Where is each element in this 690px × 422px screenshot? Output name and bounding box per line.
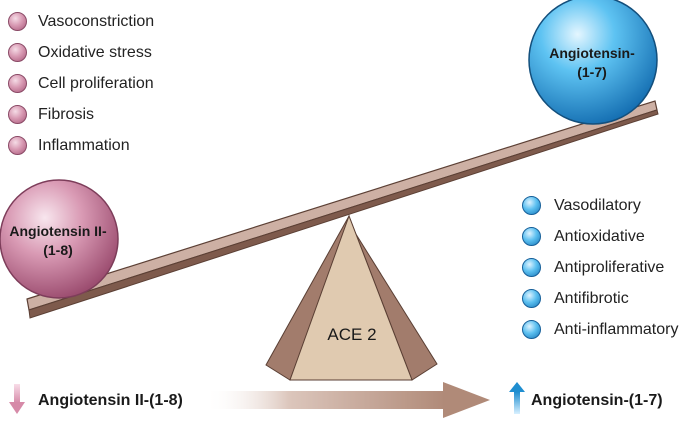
- ace2-label: ACE 2: [327, 325, 377, 344]
- balance-beam: [26, 100, 659, 319]
- blue-bullet-icon: [522, 289, 541, 308]
- list-item: Fibrosis: [8, 104, 154, 135]
- shift-arrow-icon: [205, 382, 490, 418]
- angiotensin-1-7-effects-list: Vasodilatory Antioxidative Antiprolifera…: [522, 195, 678, 350]
- pink-bullet-icon: [8, 12, 27, 31]
- ace2-fulcrum: [265, 214, 438, 381]
- blue-bullet-icon: [522, 196, 541, 215]
- bottom-angiotensin-ii-label: Angiotensin II-(1-8): [38, 392, 183, 409]
- decrease-arrow-icon: [9, 384, 25, 414]
- pink-bullet-icon: [8, 136, 27, 155]
- blue-bullet-icon: [522, 258, 541, 277]
- angiotensin-ii-effects-list: Vasoconstriction Oxidative stress Cell p…: [8, 11, 154, 166]
- list-item: Antifibrotic: [522, 288, 678, 319]
- blue-bullet-icon: [522, 227, 541, 246]
- angiotensin-1-7-ball-label: Angiotensin- (1-7): [549, 45, 635, 80]
- list-item: Vasoconstriction: [8, 11, 154, 42]
- list-item: Antioxidative: [522, 226, 678, 257]
- list-item: Cell proliferation: [8, 73, 154, 104]
- angiotensin-ii-ball: [0, 179, 119, 299]
- pink-bullet-icon: [8, 74, 27, 93]
- list-item: Inflammation: [8, 135, 154, 166]
- bottom-angiotensin-1-7-label: Angiotensin-(1-7): [531, 392, 663, 409]
- blue-bullet-icon: [522, 320, 541, 339]
- increase-arrow-icon: [509, 382, 525, 414]
- angiotensin-1-7-ball: [528, 0, 658, 125]
- pink-bullet-icon: [8, 105, 27, 124]
- list-item: Anti-inflammatory: [522, 319, 678, 350]
- pink-bullet-icon: [8, 43, 27, 62]
- list-item: Oxidative stress: [8, 42, 154, 73]
- angiotensin-ii-ball-label: Angiotensin II- (1-8): [9, 223, 107, 258]
- list-item: Antiproliferative: [522, 257, 678, 288]
- list-item: Vasodilatory: [522, 195, 678, 226]
